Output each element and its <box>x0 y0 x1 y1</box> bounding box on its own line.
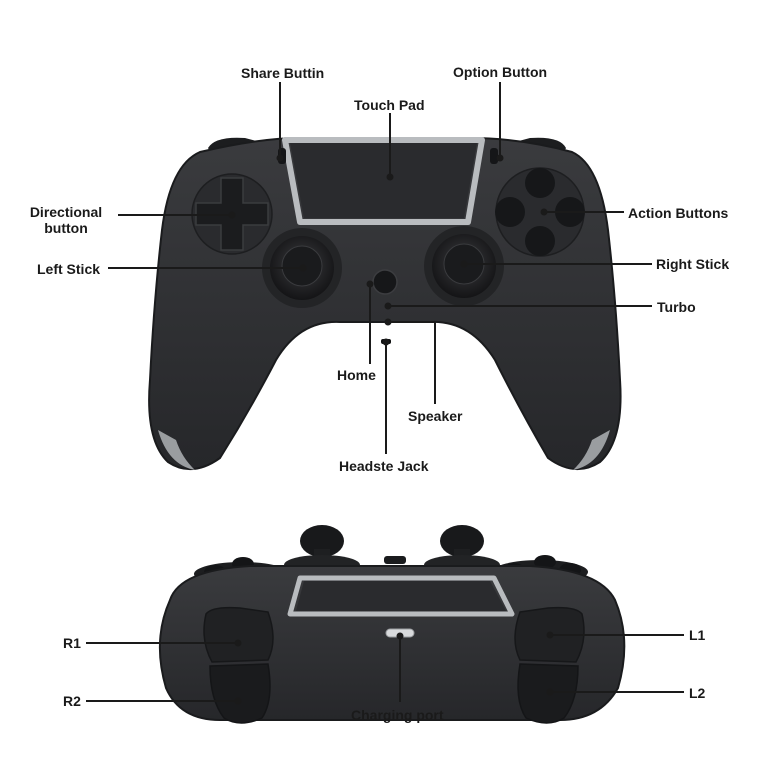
label-r1: R1 <box>63 635 81 651</box>
touchpad <box>290 143 477 218</box>
label-option-button: Option Button <box>453 64 548 80</box>
front-touchpad-trim <box>287 575 515 617</box>
label-share-button: Share Buttin <box>241 65 325 81</box>
right-grip-trim <box>573 430 610 470</box>
r1-bumper <box>203 606 274 663</box>
label-touch-pad: Touch Pad <box>354 97 425 113</box>
left-grip-trim <box>158 430 195 470</box>
option-button <box>490 148 498 164</box>
label-l1: L1 <box>689 627 706 643</box>
label-speaker: Speaker <box>408 408 463 424</box>
action-button-bottom <box>525 226 555 256</box>
label-turbo: Turbo <box>657 299 696 315</box>
label-right-stick: Right Stick <box>656 256 730 272</box>
front-left-stick <box>300 525 344 557</box>
action-button-top <box>525 168 555 198</box>
r2-trigger <box>209 663 271 724</box>
home-button <box>372 269 398 295</box>
label-directional-button: Directional button <box>29 204 103 236</box>
label-home: Home <box>337 367 376 383</box>
label-r2: R2 <box>63 693 81 709</box>
label-headset-jack: Headste Jack <box>339 458 429 474</box>
controller-front-view <box>158 525 626 724</box>
label-l2: L2 <box>689 685 706 701</box>
label-charging-port: Charging port <box>351 707 444 723</box>
front-leader-lines <box>86 631 684 705</box>
label-action-buttons: Action Buttons <box>628 205 729 221</box>
top-leader-lines <box>108 82 652 454</box>
touchpad-trim <box>282 137 485 225</box>
label-left-stick: Left Stick <box>37 261 101 277</box>
controller-top-view <box>148 137 622 470</box>
front-right-stick <box>440 525 484 557</box>
action-button-left <box>495 197 525 227</box>
